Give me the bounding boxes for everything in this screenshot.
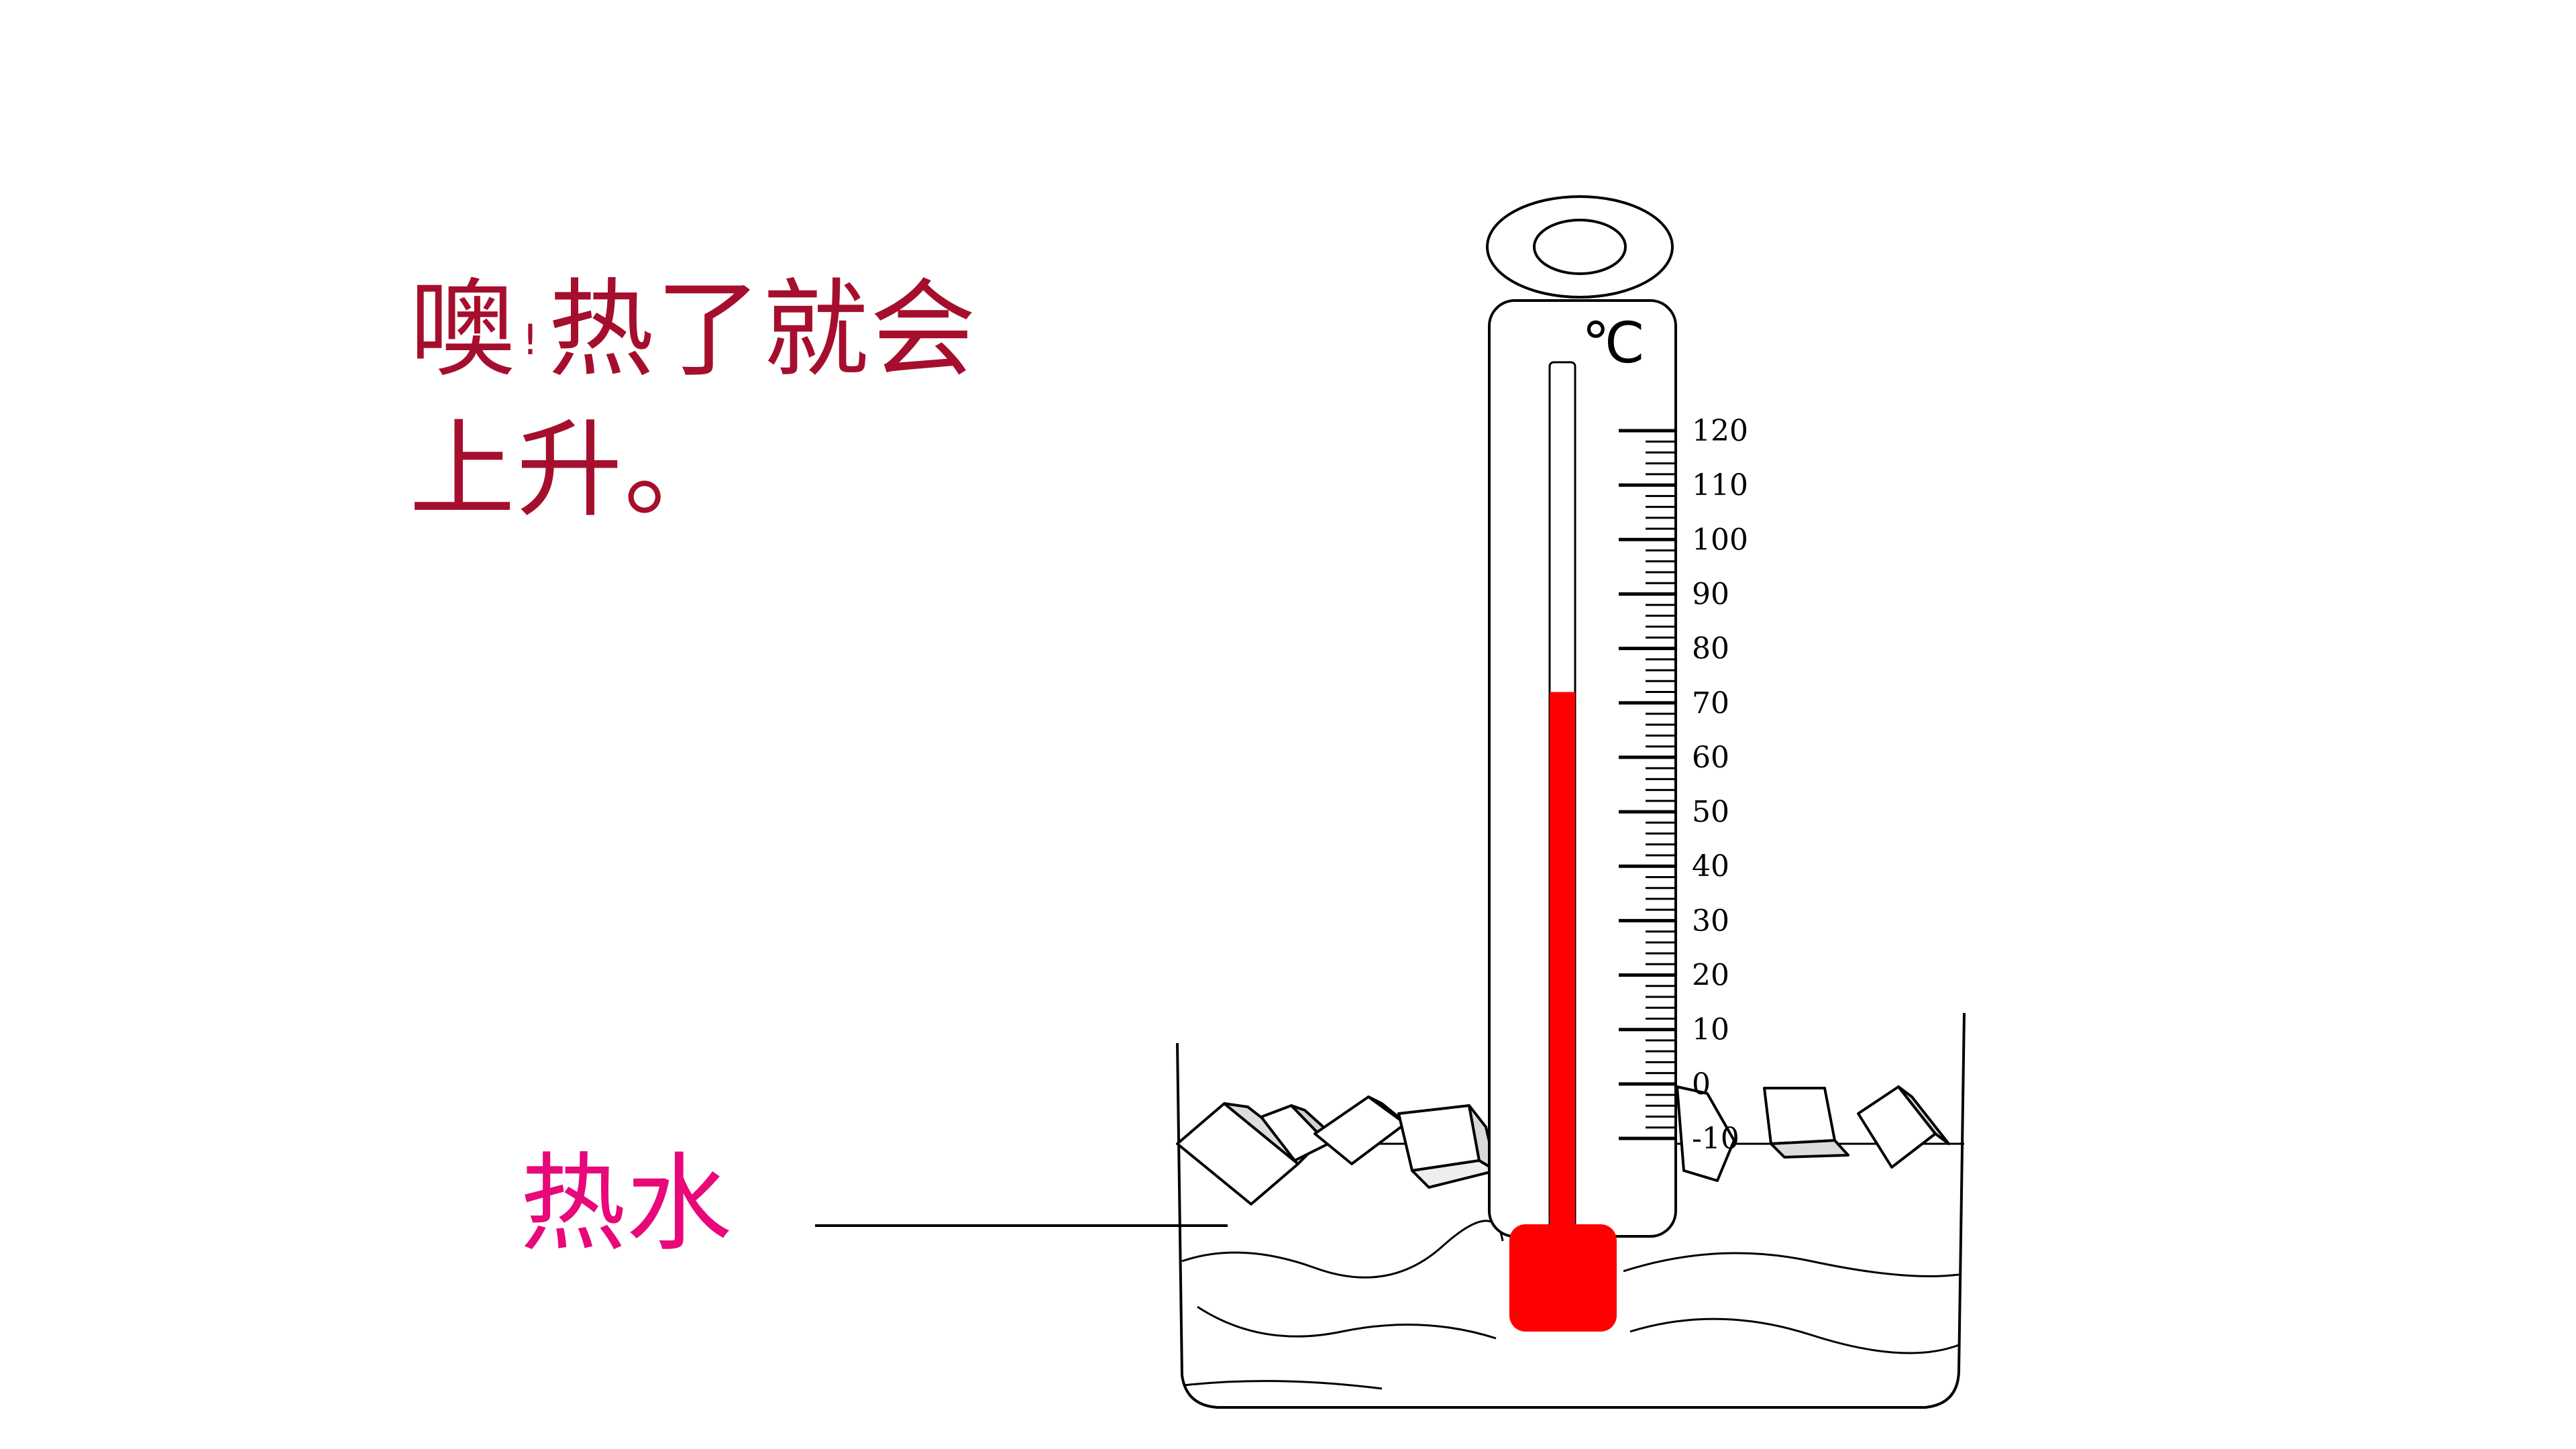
scale-tick-label: 80 — [1692, 632, 1729, 666]
thermometer-bulb — [1509, 1224, 1617, 1332]
water-wave-4 — [1629, 1318, 1960, 1354]
caption-exclamation: ! — [522, 315, 540, 364]
scale-tick-label: 60 — [1692, 741, 1729, 775]
water-wave-1 — [1181, 1220, 1504, 1279]
scale-tick-label: -10 — [1692, 1122, 1739, 1156]
scale-tick-label: 30 — [1692, 904, 1729, 938]
caption-text: 噢!热了就会上升。 — [409, 265, 1067, 536]
unit-label: ℃ — [1582, 310, 1645, 376]
hot-water-label: 热水 — [520, 1142, 732, 1266]
scale-tick-label: 40 — [1692, 849, 1729, 883]
scale-tick-label: 90 — [1692, 577, 1729, 611]
water-wave-2 — [1623, 1252, 1960, 1277]
scale-tick-label: 10 — [1692, 1013, 1729, 1047]
caption-part-1: 噢 — [409, 268, 517, 392]
water-wave-3 — [1197, 1305, 1497, 1340]
thermometer-liquid-column — [1550, 692, 1575, 1241]
scale-tick-label: 70 — [1692, 686, 1729, 720]
beaker-outline — [1176, 1012, 1966, 1409]
water-wave-5 — [1183, 1380, 1383, 1390]
ice-cubes-right — [1676, 1085, 1950, 1182]
scale-tick-label: 120 — [1692, 414, 1748, 448]
scale-tick-label: 110 — [1692, 468, 1748, 502]
scale-tick-label: 100 — [1692, 523, 1748, 557]
ice-cubes-left — [1176, 1095, 1497, 1205]
thermometer-hanger-hole — [1533, 219, 1627, 275]
scale-tick-label: 0 — [1692, 1067, 1711, 1102]
scale-tick-label: 50 — [1692, 795, 1729, 829]
scale-ticks — [1619, 429, 1676, 1140]
caption-part-2: 热了就会上升。 — [409, 268, 977, 532]
scale-tick-label: 20 — [1692, 959, 1729, 993]
